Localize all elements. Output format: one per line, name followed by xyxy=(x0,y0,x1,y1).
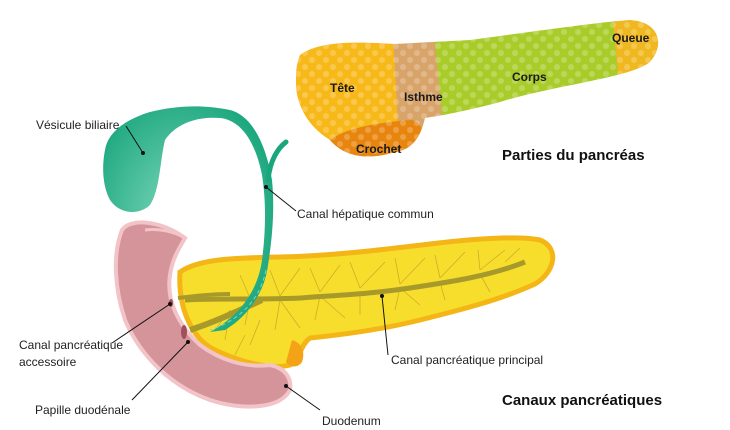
label-vesicule-biliaire: Vésicule biliaire xyxy=(36,118,120,132)
label-papille-duodenale: Papille duodénale xyxy=(35,403,131,417)
leader-papille xyxy=(131,341,189,401)
label-canal-accessoire-line2: accessoire xyxy=(19,355,77,369)
label-queue: Queue xyxy=(612,31,650,45)
label-duodenum: Duodenum xyxy=(322,414,381,428)
leader-canal-hepatique xyxy=(265,186,297,212)
hepatic-duct-branch xyxy=(265,139,289,183)
leader-canal-accessoire xyxy=(111,303,171,344)
leader-canal-principal xyxy=(381,295,389,356)
label-canal-pancreatique-principal: Canal pancréatique principal xyxy=(391,353,543,367)
pancreatic-ducts-illustration: Vésicule biliaire Canal hépatique commun… xyxy=(19,106,662,428)
accessory-duct xyxy=(177,292,231,300)
pancreas-lobe xyxy=(286,340,304,367)
papilla-opening xyxy=(181,325,187,339)
label-canal-hepatique-commun: Canal hépatique commun xyxy=(297,207,434,221)
label-canal-accessoire-line1: Canal pancréatique xyxy=(19,338,123,352)
parts-section-title: Parties du pancréas xyxy=(502,147,645,164)
label-tete: Tête xyxy=(330,81,355,95)
label-crochet: Crochet xyxy=(356,142,401,156)
pancreas-parts-illustration: Tête Isthme Corps Queue Crochet Parties … xyxy=(295,20,659,164)
main-pancreatic-duct xyxy=(184,259,526,303)
leader-vesicule xyxy=(125,125,144,154)
duodenum xyxy=(113,220,293,409)
pancreas-body xyxy=(177,235,556,370)
label-isthme: Isthme xyxy=(404,90,443,104)
label-corps: Corps xyxy=(512,70,547,84)
leader-duodenum xyxy=(285,385,321,411)
gallbladder xyxy=(103,106,274,332)
ducts-section-title: Canaux pancréatiques xyxy=(502,392,662,409)
